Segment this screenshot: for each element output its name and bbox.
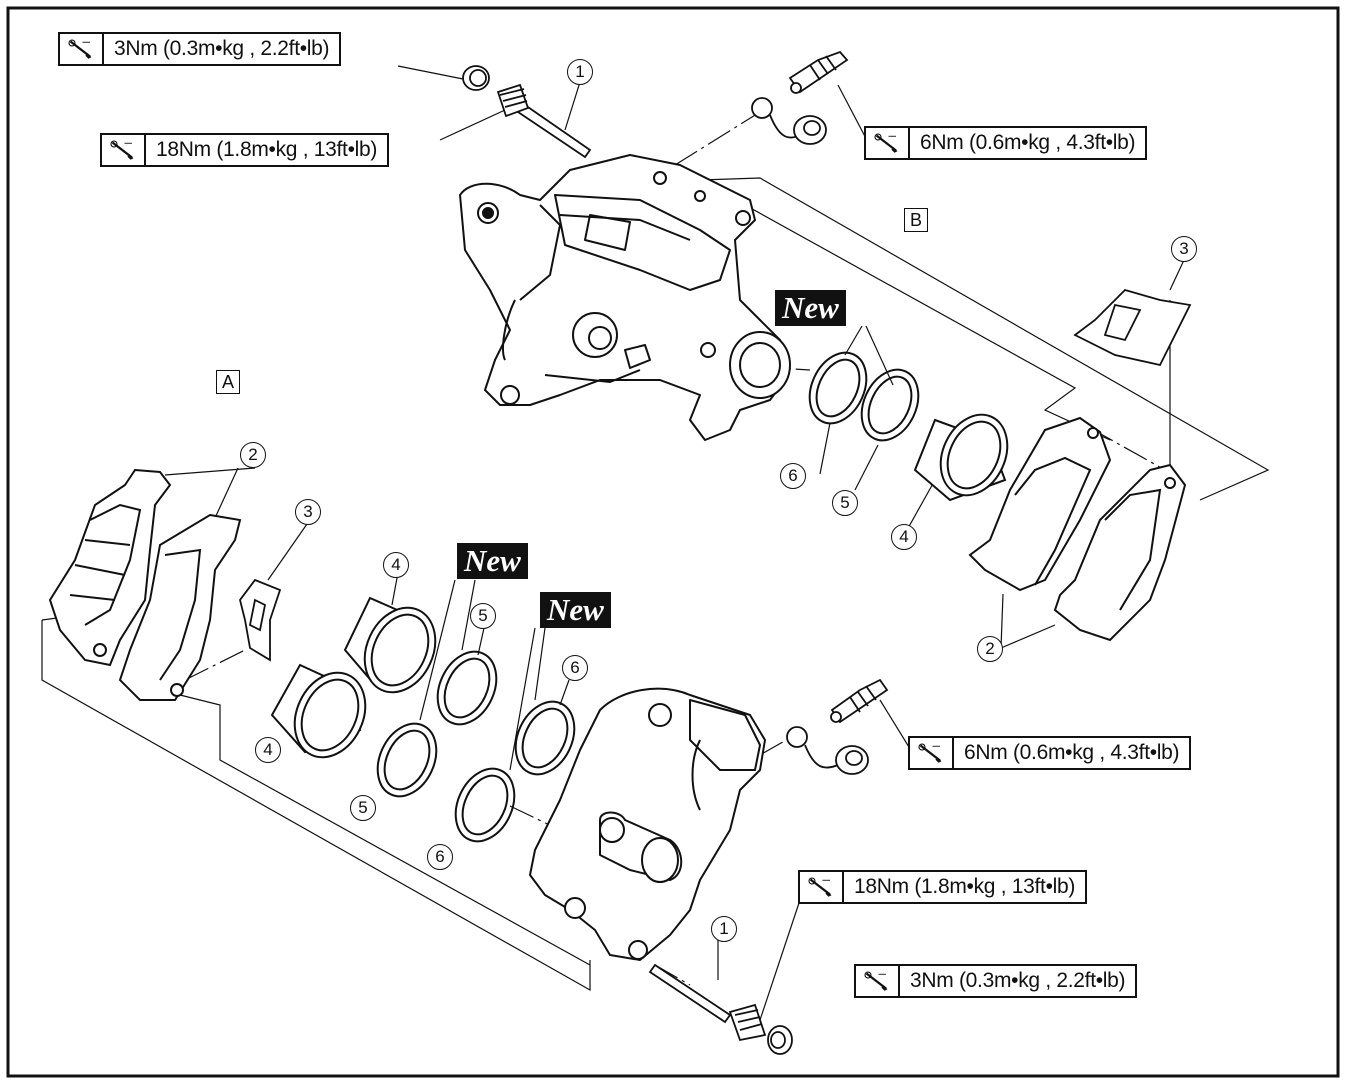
torque-spec-slide-pin-bottom: 18Nm (1.8m•kg , 13ft•lb) (798, 870, 1088, 904)
bleed-screw-b (788, 50, 849, 94)
callout-bolt: 1 (711, 916, 737, 942)
torque-spec-slide-pin-top: 18Nm (1.8m•kg , 13ft•lb) (100, 133, 390, 167)
callout-pad: 2 (977, 636, 1003, 662)
slide-pin-bolt-a (648, 963, 767, 1042)
callout-piston: 4 (383, 552, 409, 578)
torque-wrench-icon-slot (856, 966, 900, 996)
seals-b (808, 351, 920, 442)
callout-piston-seal: 6 (562, 655, 588, 681)
pad-spring-b (1073, 288, 1192, 367)
callout-dust-seal: 5 (470, 603, 496, 629)
callout-piston: 4 (891, 524, 917, 550)
callout-pad: 2 (240, 442, 266, 468)
torque-wrench-icon (874, 133, 898, 153)
torque-value: 6Nm (0.6m•kg , 4.3ft•lb) (920, 131, 1136, 154)
view-label-a: A (216, 370, 240, 394)
torque-value: 3Nm (0.3m•kg , 2.2ft•lb) (114, 37, 330, 60)
callout-piston: 4 (255, 737, 281, 763)
torque-wrench-icon (68, 39, 92, 59)
piston-b (913, 413, 1009, 502)
torque-wrench-icon (808, 877, 832, 897)
view-label-b: B (904, 208, 928, 232)
torque-value: 6Nm (0.6m•kg , 4.3ft•lb) (964, 741, 1180, 764)
callout-spring: 3 (1171, 236, 1197, 262)
bolt-cap-b (462, 65, 490, 91)
torque-value: 3Nm (0.3m•kg , 2.2ft•lb) (910, 969, 1126, 992)
new-badge: New (457, 543, 528, 579)
diagram-frame (6, 6, 1340, 1078)
pistons-a (270, 596, 437, 759)
torque-spec-bleed-screw-top: 6Nm (0.6m•kg , 4.3ft•lb) (864, 126, 1148, 160)
torque-wrench-icon-slot (866, 128, 910, 158)
torque-wrench-icon-slot (60, 34, 104, 64)
torque-spec-bleed-screw-bottom: 6Nm (0.6m•kg , 4.3ft•lb) (908, 736, 1192, 770)
torque-wrench-icon-slot (910, 738, 954, 768)
torque-spec-bolt-cap-bottom: 3Nm (0.3m•kg , 2.2ft•lb) (854, 964, 1138, 998)
callout-bolt: 1 (567, 59, 593, 85)
callout-piston-seal: 6 (427, 844, 453, 870)
torque-wrench-icon-slot (800, 872, 844, 902)
callout-piston-seal: 6 (780, 463, 806, 489)
torque-spec-bleeder-cap-top: 3Nm (0.3m•kg , 2.2ft•lb) (58, 32, 342, 66)
leader-lines (164, 65, 1185, 1021)
brake-pads-a (48, 468, 242, 701)
brake-pads-b (968, 416, 1187, 642)
caliper-body-a (529, 687, 766, 961)
pad-spring-a (239, 578, 282, 662)
slide-pin-bolt-b (496, 83, 592, 159)
callout-dust-seal: 5 (350, 795, 376, 821)
bolt-cap-a (767, 1025, 793, 1055)
bleed-cap-b (751, 97, 827, 145)
torque-wrench-icon (864, 971, 888, 991)
bleed-cap-a (786, 726, 869, 775)
bleed-screw-a (830, 678, 889, 724)
callout-spring: 3 (295, 499, 321, 525)
new-badge: New (775, 290, 846, 326)
torque-wrench-icon-slot (102, 135, 146, 165)
torque-value: 18Nm (1.8m•kg , 13ft•lb) (854, 875, 1076, 898)
torque-value: 18Nm (1.8m•kg , 13ft•lb) (156, 138, 378, 161)
caliper-body-b (459, 154, 791, 441)
callout-dust-seal: 5 (832, 490, 858, 516)
torque-wrench-icon (110, 140, 134, 160)
seals-a (376, 650, 576, 843)
new-badge: New (540, 592, 611, 628)
torque-wrench-icon (918, 743, 942, 763)
